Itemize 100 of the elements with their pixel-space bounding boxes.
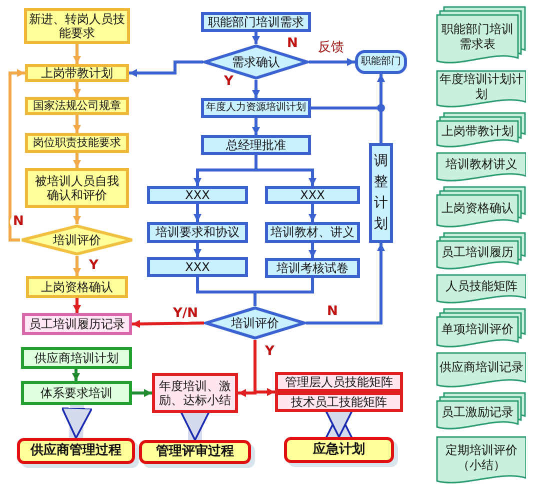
process-box (25, 64, 129, 82)
node-label: 供应商培训计划 (34, 350, 120, 366)
node-label: 员工培训履历记录 (28, 316, 126, 332)
process-box (147, 257, 248, 277)
node-label: 应急计划 (312, 440, 366, 460)
node-label: 需求确认 (230, 54, 281, 71)
arrow (254, 155, 316, 186)
process-box (201, 98, 311, 118)
document-stack (436, 308, 526, 350)
node-label: XXX (184, 189, 211, 201)
process-box (152, 373, 238, 413)
node-label: 培训教材讲义 (444, 156, 518, 174)
node-label: 培训考核试卷 (276, 261, 350, 275)
process-box (21, 381, 132, 405)
decision-diamond (204, 306, 306, 340)
arrow (308, 243, 316, 258)
document-stack (436, 186, 526, 230)
document-shape (436, 152, 526, 184)
node-label: 职能部门培训需求表 (440, 21, 514, 52)
document-stack (436, 112, 526, 150)
arrow (252, 32, 260, 44)
arrow (252, 80, 260, 98)
document-stack (436, 232, 526, 272)
arrow (8, 69, 25, 242)
arrow (194, 243, 202, 257)
arrow (73, 82, 81, 97)
process-box (275, 392, 403, 412)
arrow (254, 340, 275, 396)
node-label: 培训教材、讲义 (270, 225, 356, 240)
arrow (72, 369, 80, 381)
arrow (73, 256, 81, 276)
node-label: 岗位职责技能要求 (32, 136, 122, 150)
node-label: 员工培训履历 (440, 244, 514, 262)
node-label: 总经理批准 (225, 138, 287, 152)
node-label: 管理评审过程 (155, 443, 235, 461)
process-box (265, 222, 360, 243)
document-shape (436, 70, 526, 110)
node-label: 人员技能矩阵 (444, 278, 518, 296)
node-label: XXX (299, 189, 326, 201)
arrow (377, 74, 385, 143)
decision-diamond (20, 224, 134, 256)
node-label: 职能部门 (360, 54, 402, 69)
note-text: 反馈 (318, 39, 344, 56)
arrow (73, 115, 81, 133)
process-box (201, 12, 311, 32)
arrow (306, 243, 385, 324)
arrow (132, 320, 204, 328)
process-box (275, 372, 403, 392)
arrow (309, 58, 355, 66)
node-label: 供应商培训记录 (438, 359, 524, 376)
node-label: 管理层人员技能矩阵 (284, 375, 394, 389)
record-box (22, 313, 132, 335)
node-label: 国家法规公司规章 (32, 100, 122, 112)
terminal-box (355, 50, 407, 74)
arrow (129, 60, 203, 77)
document-stack (436, 392, 526, 432)
node-label: 职能部门培训需求 (207, 15, 305, 29)
node-label: 上岗资格确认 (440, 200, 514, 218)
arrow (252, 118, 260, 135)
process-box (25, 133, 129, 153)
node-label: 上岗带教计划 (40, 67, 114, 79)
arrow (308, 204, 316, 222)
process-box (21, 347, 132, 369)
node-label: 体系要求培训 (40, 384, 114, 402)
document-stack (436, 6, 526, 66)
node-label: 被培训人员自我确认和评价 (34, 172, 120, 204)
arrow (73, 298, 81, 313)
node-label: 供应商管理过程 (29, 442, 122, 460)
document-shape (436, 352, 526, 390)
node-label: 上岗带教计划 (440, 123, 514, 140)
node-label: 年度人力资源培训计划 (205, 101, 307, 115)
node-label: 员工激励记录 (440, 404, 514, 422)
arrow (73, 44, 81, 64)
node-label: 培训评价 (52, 232, 102, 249)
block-arrow (61, 404, 93, 439)
process-box (201, 135, 311, 155)
node-label: 年度培训、激励、达标小结 (158, 378, 232, 409)
node-label: 新进、转岗人员技能要求 (28, 11, 126, 41)
process-box (147, 186, 248, 204)
process-box (26, 276, 128, 298)
node-label: 定期培训评价（小结） (444, 442, 518, 474)
process-box (25, 168, 129, 208)
process-box (265, 258, 360, 278)
node-label: 上岗资格确认 (40, 279, 114, 295)
process-box (265, 186, 360, 204)
node-label: 技术员工技能矩阵 (290, 395, 388, 409)
vertical-text: 调整计划 (374, 152, 388, 234)
document-shape (436, 274, 526, 306)
node-label: 年度培训计划计划 (438, 71, 524, 102)
node-label: 培训要求和协议 (154, 225, 240, 240)
process-box (25, 97, 129, 115)
document-shape (436, 436, 526, 486)
arrow (132, 389, 152, 397)
node-label: 单项培训评价 (440, 321, 514, 338)
arrow (73, 208, 81, 224)
node-label: XXX (184, 260, 211, 274)
connector-line (254, 278, 314, 306)
arrow (73, 153, 81, 168)
process-box (147, 222, 248, 243)
node-label: 培训评价 (230, 314, 280, 332)
